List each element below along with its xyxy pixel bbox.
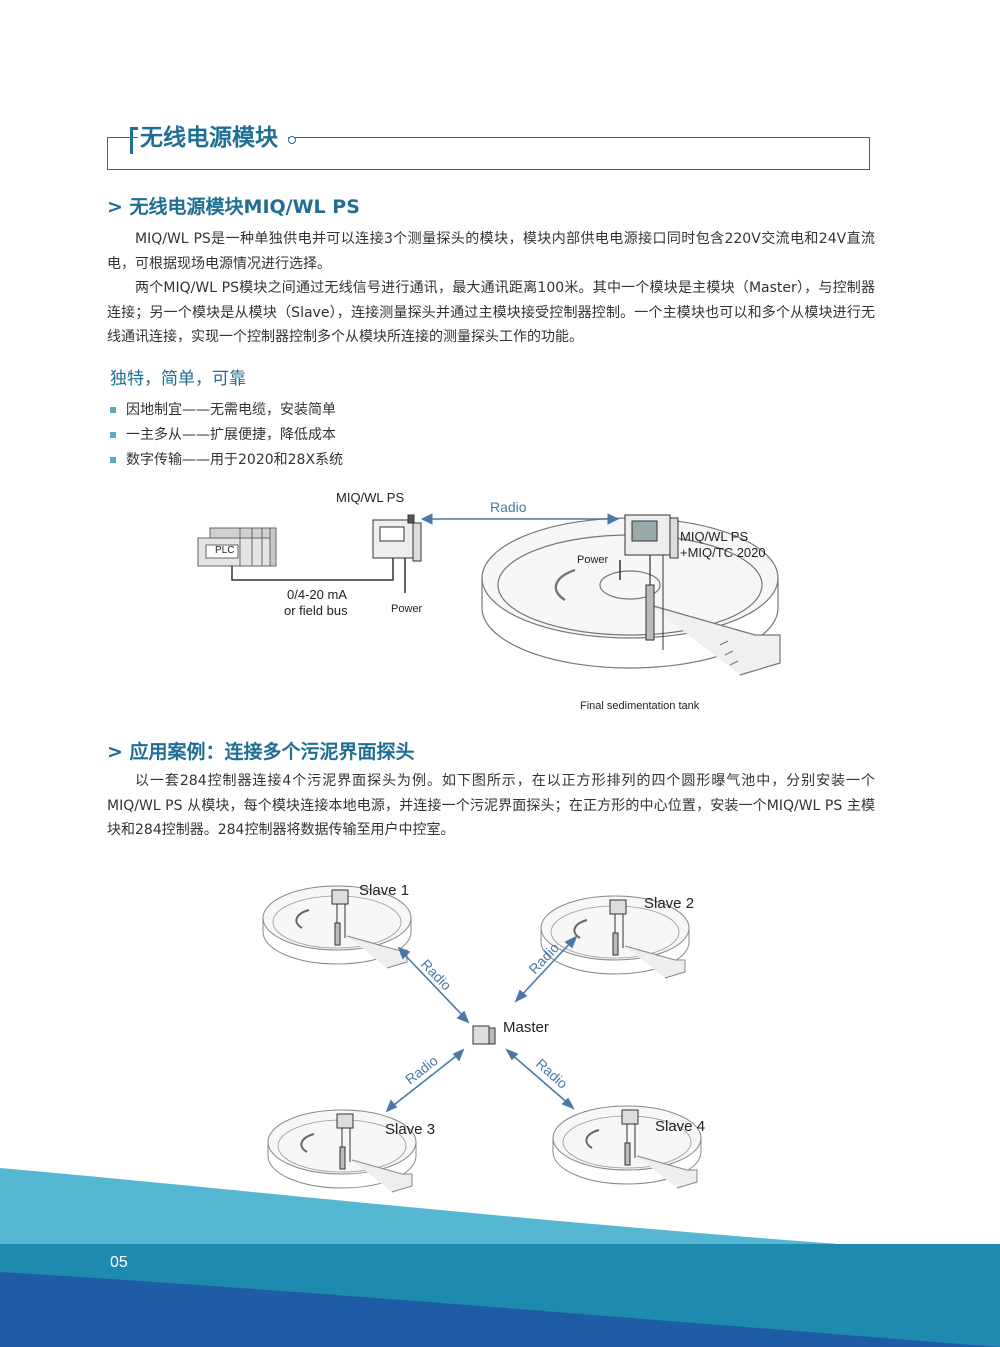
feature-item: 数字传输——用于2020和28X系统 [110,448,343,473]
plc-unit [197,527,277,567]
tank-label: Final sedimentation tank [580,700,700,712]
section1-paragraph: MIQ/WL PS是一种单独供电并可以连接3个测量探头的模块，模块内部供电电源接… [107,231,875,272]
section1-heading: > 无线电源模块MIQ/WL PS [107,196,360,218]
power-label-right: Power [577,554,609,566]
page-number: 05 [110,1254,128,1271]
header-frame [107,137,870,170]
features-heading: 独特，简单，可靠 [110,369,246,389]
slave-3-label: Slave 3 [385,1121,436,1138]
section2-body: 以一套284控制器连接4个污泥界面探头为例。如下图所示，在以正方形排列的四个圆形… [107,769,875,843]
slave-2-label: Slave 2 [644,895,695,912]
probe [645,584,655,641]
radio-label: Radio [533,1055,571,1092]
master-module [472,1025,496,1045]
section2-heading: > 应用案例：连接多个污泥界面探头 [107,741,415,763]
feature-item: 一主多从——扩展便捷，降低成本 [110,423,343,448]
module-label: MIQ/WL PS [336,490,405,505]
footer-wave [0,1168,1000,1347]
plc-label: PLC [215,545,235,556]
power-label-left: Power [391,603,423,615]
sedimentation-tank-illustration [481,517,781,676]
feature-item: 因地制宜——无需电缆，安装简单 [110,398,343,423]
slave-4-label: Slave 4 [655,1118,706,1135]
controller-unit [624,514,679,559]
signal-label-line2: or field bus [284,603,348,618]
signal-label-line1: 0/4-20 mA [287,587,347,602]
signal-cable [231,557,394,581]
master-label: Master [503,1019,549,1036]
section1-paragraph: 两个MIQ/WL PS模块之间通过无线信号进行通讯，最大通讯距离100米。其中一… [107,280,875,345]
section2-paragraph: 以一套284控制器连接4个污泥界面探头为例。如下图所示，在以正方形排列的四个圆形… [107,773,875,838]
radio-label: Radio [490,499,527,515]
miq-wl-ps-module [372,514,422,562]
page-title: 无线电源模块 [138,120,296,156]
remote-label-line2: +MIQ/TC 2020 [680,545,766,560]
header-corner [130,127,140,154]
radio-arrows [385,935,578,1113]
system-diagram [197,513,781,676]
remote-label-line1: MIQ/WL PS [680,529,749,544]
section1-body: MIQ/WL PS是一种单独供电并可以连接3个测量探头的模块，模块内部供电电源接… [107,227,875,350]
radio-label: Radio [402,1052,441,1087]
network-diagram: Radio Radio Radio Radio [262,885,702,1193]
slave-1-label: Slave 1 [359,882,410,899]
feature-list: 因地制宜——无需电缆，安装简单 一主多从——扩展便捷，降低成本 数字传输——用于… [110,398,343,473]
radio-arrow [420,513,620,525]
